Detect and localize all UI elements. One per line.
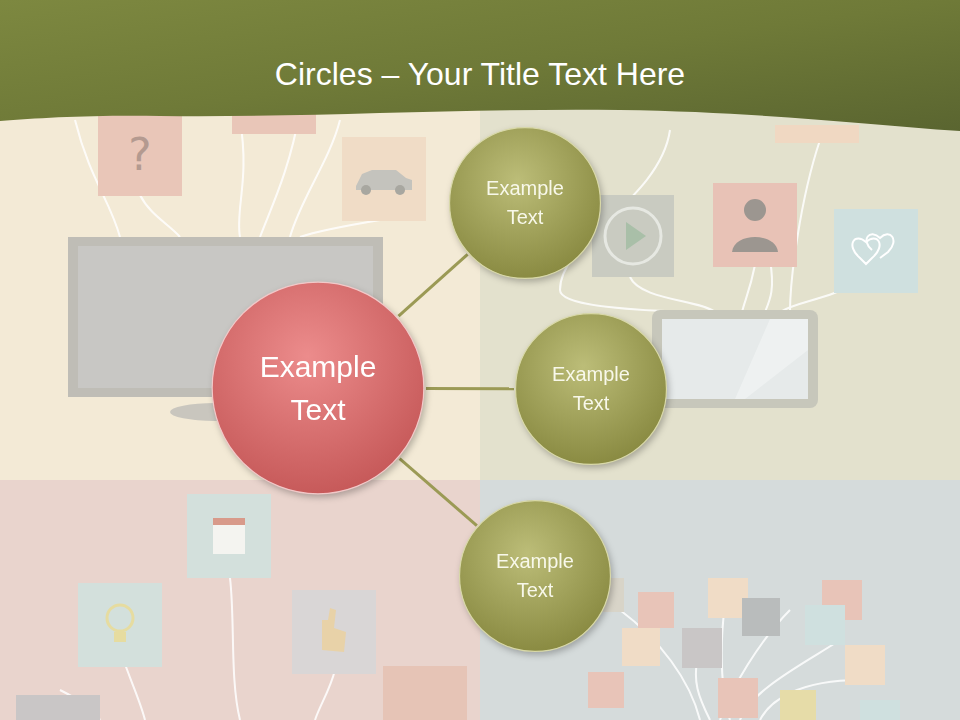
connector-line <box>400 459 477 526</box>
node-label: Example Text <box>471 174 579 232</box>
circle-shape <box>448 126 602 280</box>
node-label: Example Text <box>481 547 589 605</box>
header-band <box>0 0 960 131</box>
svg-text:?: ? <box>128 129 151 180</box>
wires <box>60 110 860 720</box>
connector-line <box>426 387 514 390</box>
quadrant <box>0 480 480 720</box>
circle-shape <box>514 312 668 466</box>
icon-tiles: ? <box>16 112 918 720</box>
connector-line <box>399 254 468 316</box>
node-label: Example Text <box>537 360 645 418</box>
tablet <box>652 310 818 408</box>
title-text: Circles – Your Title Text Here <box>0 52 960 96</box>
circle-node: Example Text <box>514 312 668 466</box>
node-label: Example Text <box>243 345 394 432</box>
circle-node: Example Text <box>458 499 612 653</box>
circle-shape <box>210 280 426 496</box>
circle-shape <box>458 499 612 653</box>
circle-node: Example Text <box>448 126 602 280</box>
circle-node: Example Text <box>210 280 426 496</box>
